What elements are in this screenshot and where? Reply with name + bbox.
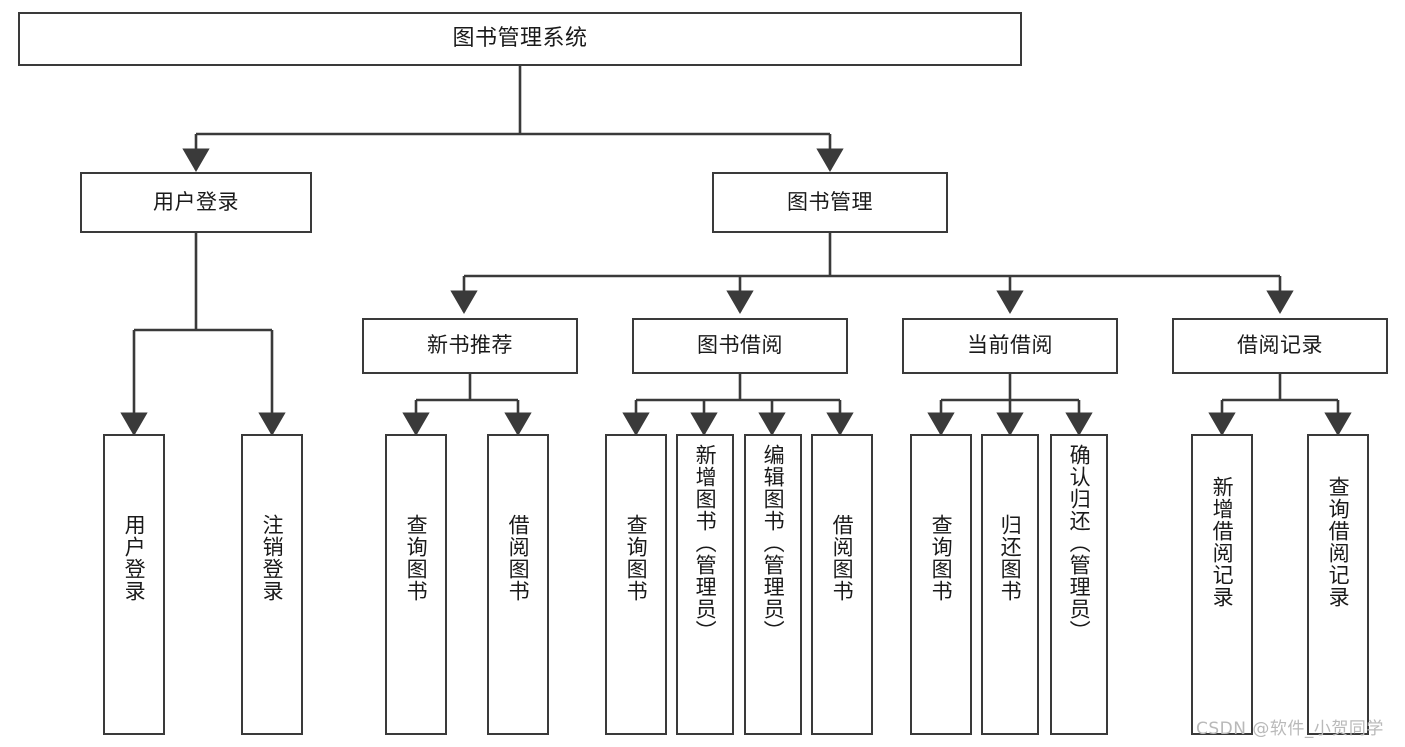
node-label: 图书借阅 <box>697 333 783 358</box>
node-label: 借阅图书 <box>506 514 531 602</box>
node-label: 新增借阅记录 <box>1210 476 1235 608</box>
leaf-logout-login[interactable]: 注销登录 <box>241 434 303 735</box>
node-label: 新书推荐 <box>427 333 513 358</box>
leaf-add-record[interactable]: 新增借阅记录 <box>1191 434 1253 735</box>
node-label: 查询图书 <box>929 514 954 602</box>
node-user-login[interactable]: 用户登录 <box>80 172 312 233</box>
node-label: 新增图书（管理员） <box>693 444 718 642</box>
node-label: 查询图书 <box>624 514 649 602</box>
node-label: 借阅图书 <box>830 514 855 602</box>
node-label: 确认归还（管理员） <box>1067 444 1092 642</box>
node-label: 查询借阅记录 <box>1326 476 1351 608</box>
node-label: 注销登录 <box>260 514 285 602</box>
node-label: 借阅记录 <box>1237 333 1323 358</box>
node-root-book-management-system[interactable]: 图书管理系统 <box>18 12 1022 66</box>
leaf-borrow-book-1[interactable]: 借阅图书 <box>487 434 549 735</box>
node-label: 当前借阅 <box>967 333 1053 358</box>
node-new-book-recommend[interactable]: 新书推荐 <box>362 318 578 374</box>
leaf-add-book[interactable]: 新增图书（管理员） <box>676 434 734 735</box>
leaf-query-book-2[interactable]: 查询图书 <box>605 434 667 735</box>
node-borrow-record[interactable]: 借阅记录 <box>1172 318 1388 374</box>
leaf-confirm-return[interactable]: 确认归还（管理员） <box>1050 434 1108 735</box>
node-current-borrow[interactable]: 当前借阅 <box>902 318 1118 374</box>
leaf-user-login[interactable]: 用户登录 <box>103 434 165 735</box>
leaf-query-book-1[interactable]: 查询图书 <box>385 434 447 735</box>
leaf-return-book[interactable]: 归还图书 <box>981 434 1039 735</box>
node-book-manage[interactable]: 图书管理 <box>712 172 948 233</box>
leaf-edit-book[interactable]: 编辑图书（管理员） <box>744 434 802 735</box>
node-label: 用户登录 <box>122 514 147 602</box>
csdn-watermark: CSDN @软件_小贺同学 <box>1196 719 1384 739</box>
leaf-borrow-book-2[interactable]: 借阅图书 <box>811 434 873 735</box>
node-label: 编辑图书（管理员） <box>761 444 786 642</box>
node-label: 用户登录 <box>153 189 239 214</box>
leaf-query-book-3[interactable]: 查询图书 <box>910 434 972 735</box>
node-label: 查询图书 <box>404 514 429 602</box>
leaf-query-record[interactable]: 查询借阅记录 <box>1307 434 1369 735</box>
node-label: 图书管理 <box>787 189 873 214</box>
node-label: 归还图书 <box>998 514 1023 602</box>
node-label: 图书管理系统 <box>452 26 588 52</box>
node-book-borrow[interactable]: 图书借阅 <box>632 318 848 374</box>
